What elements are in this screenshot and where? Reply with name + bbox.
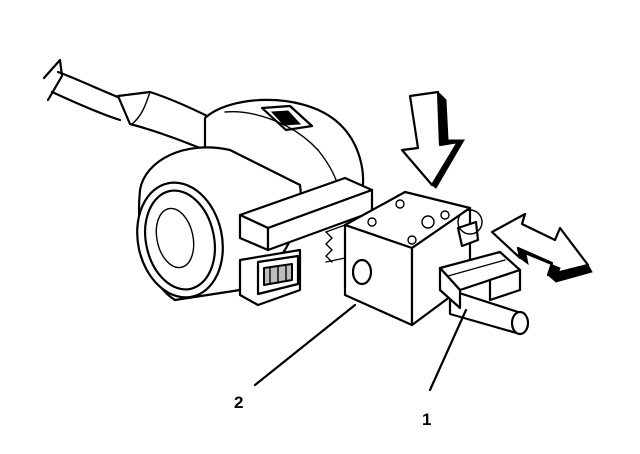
cable xyxy=(42,58,227,154)
leader-line-1 xyxy=(428,308,468,392)
actuator-block xyxy=(325,190,472,327)
plunger-rod xyxy=(448,288,530,336)
double-arrow-icon xyxy=(490,212,593,283)
leader-lines xyxy=(253,303,468,392)
retaining-clip xyxy=(438,209,522,310)
callout-label-1: 1 xyxy=(422,410,431,429)
leader-line-2 xyxy=(253,303,357,387)
downward-arrow-icon xyxy=(400,90,466,189)
mounting-rail xyxy=(238,176,374,307)
callout-label-2: 2 xyxy=(234,393,243,412)
